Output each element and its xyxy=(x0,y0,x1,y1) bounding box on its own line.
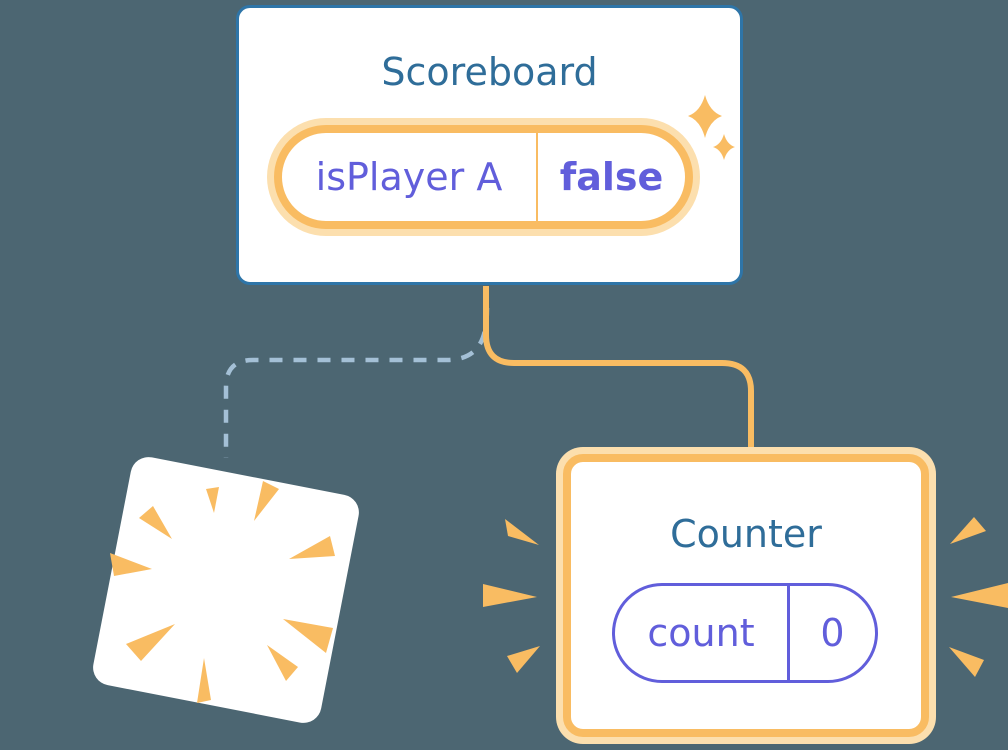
poof-card-body xyxy=(93,457,359,723)
pill-divider xyxy=(787,586,790,680)
solid-connector xyxy=(483,286,754,452)
scoreboard-title: Scoreboard xyxy=(381,50,598,94)
scoreboard-card: Scoreboard isPlayer A false xyxy=(236,5,743,285)
state-key: isPlayer A xyxy=(315,155,503,199)
counter-title: Counter xyxy=(670,512,822,556)
pill-divider xyxy=(536,133,538,221)
state-value: false xyxy=(559,155,664,199)
poof-card xyxy=(93,457,359,723)
dashed-connector xyxy=(223,307,490,458)
counter-state-pill: count 0 xyxy=(612,583,878,683)
scoreboard-state-pill: isPlayer A false xyxy=(274,125,693,229)
poof-explosion-icon xyxy=(110,481,335,703)
counter-card: Counter count 0 xyxy=(563,454,929,737)
emphasis-rays-left-icon xyxy=(483,519,540,673)
state-value: 0 xyxy=(820,611,845,655)
emphasis-rays-right-icon xyxy=(949,517,1008,677)
state-key: count xyxy=(647,611,755,655)
